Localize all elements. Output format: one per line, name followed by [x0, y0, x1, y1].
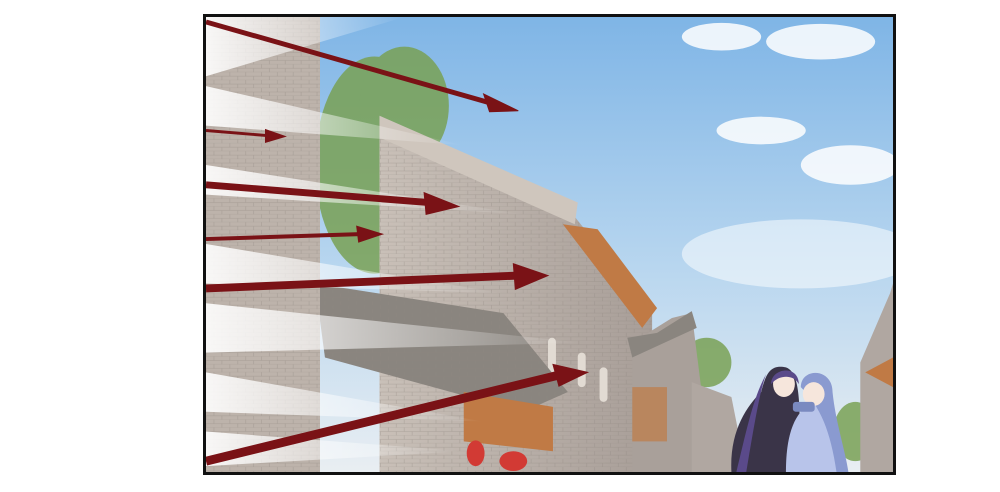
- comic-panel: [203, 14, 896, 475]
- tiled-roof: [315, 283, 568, 452]
- flying-arrows: [206, 19, 590, 466]
- red-lanterns: [466, 440, 528, 472]
- panel-illustration: [206, 17, 893, 472]
- characters: [731, 366, 849, 472]
- clouds: [681, 22, 893, 289]
